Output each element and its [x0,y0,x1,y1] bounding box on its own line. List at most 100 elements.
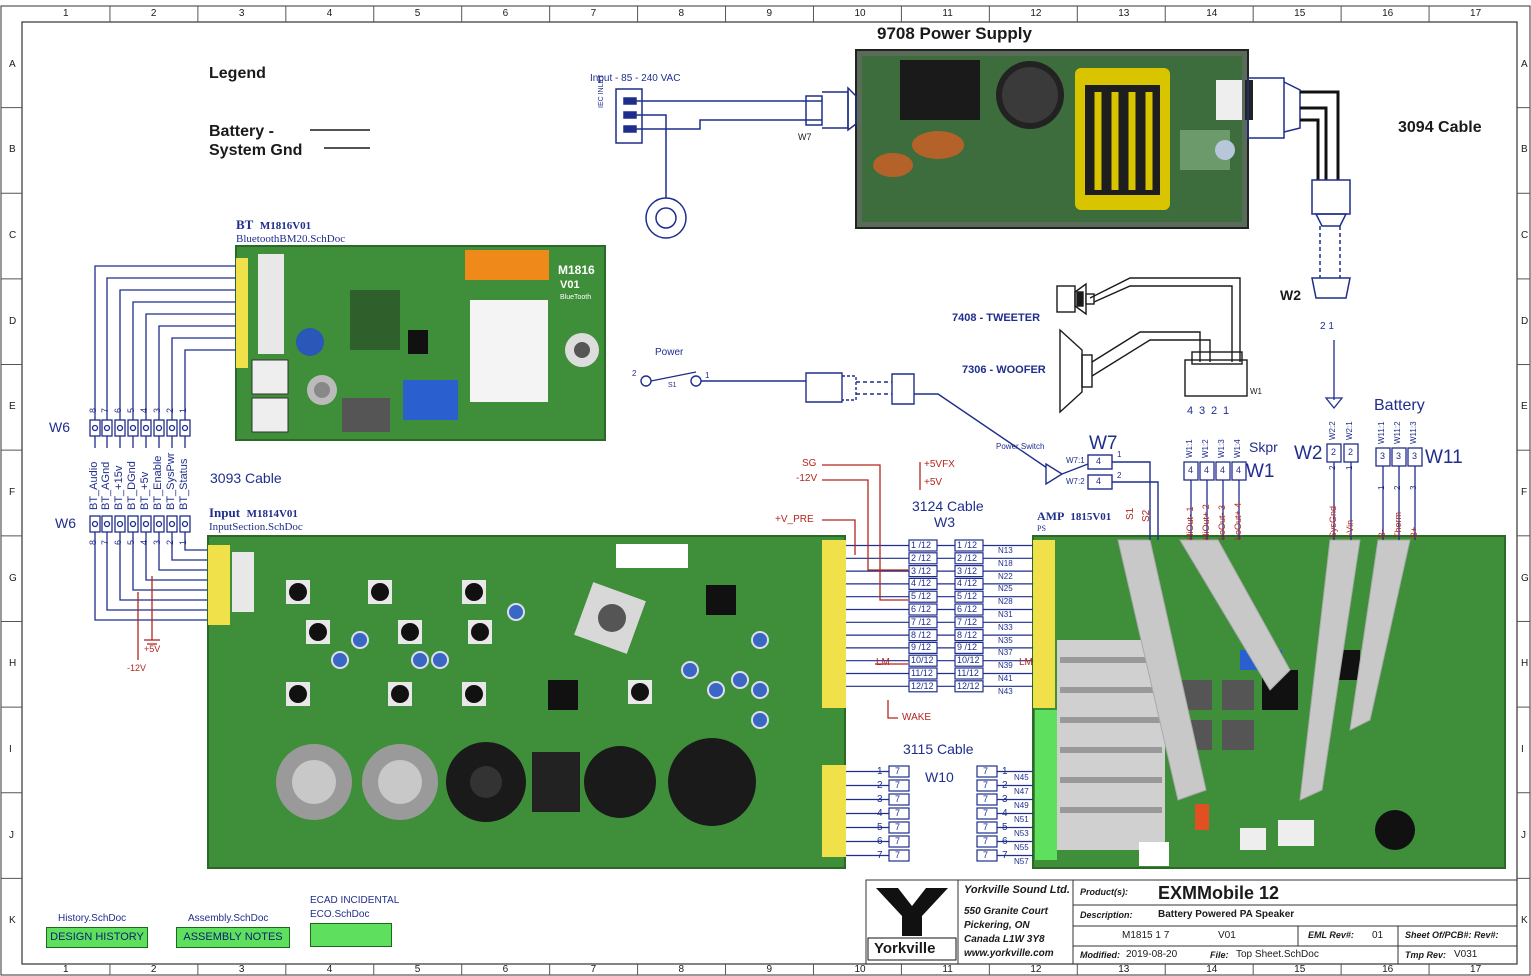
w6-top-pin-num: 8 [88,407,99,414]
grid-row-left: I [9,743,12,755]
w3-left-pin: 5 /12 [911,591,932,602]
grid-row-left: D [9,315,17,327]
w2-wire-num: 1 [1345,465,1354,470]
power-switch-annotation: Power Switch [996,442,1045,451]
assembly-notes-button[interactable]: ASSEMBLY NOTES [176,927,290,948]
w3-left-pin: 3 /12 [911,565,932,576]
input-board-image [207,535,846,869]
w3-net: N31 [998,610,1013,619]
w1-label: W1 [1246,461,1275,482]
w10-left-num: 6 [877,836,883,847]
w7-label: W7 [1089,433,1118,454]
w10-right-num: 1 [1002,766,1008,777]
w6-top-pin-num: 1 [178,407,189,414]
grid-col-bottom: 17 [1470,964,1482,975]
grid-row-right: G [1521,572,1529,584]
grid-row-right: C [1521,230,1529,242]
grid-col-top: 9 [766,8,773,19]
w3-label: W3 [934,514,955,530]
w10-left-num: 7 [877,850,883,861]
power-switch-pin1: 1 [705,371,710,380]
tb-rev: V01 [1218,930,1236,941]
w6-top-pin-num: 2 [165,407,176,414]
w3-net: N22 [998,571,1013,581]
rail-plus5v: +5V [144,644,161,654]
w10-right-pin: 7 [983,794,989,804]
grid-col-bottom: 15 [1294,964,1306,975]
w10-right-pin: 7 [983,780,989,790]
w3-left-pin: 4 /12 [911,578,932,589]
w10-right-pin: 7 [983,808,989,818]
amp-s1: S1 [1125,507,1136,520]
tb-web: www.yorkville.com [964,948,1054,959]
cable-3093-label: 3093 Cable [210,470,282,486]
w10-right-num: 4 [1002,808,1008,819]
w3-left-pin: 1 /12 [911,540,932,550]
tb-addr2: Pickering, ON [964,920,1030,931]
grid-col-top: 5 [414,8,421,19]
legend-title: Legend [209,65,266,82]
tb-file-label: File: [1210,950,1229,960]
tb-company: Yorkville Sound Ltd. [964,884,1070,896]
w3-left-pin: 7 /12 [911,616,932,627]
w6-bottom-label: W6 [55,515,76,531]
tb-eml-label: EML Rev#: [1308,930,1354,940]
grid-col-bottom: 4 [326,964,333,975]
grid-col-bottom: 7 [590,964,597,975]
design-history-button[interactable]: DESIGN HISTORY [46,927,148,948]
w3-right-pin: 9 /12 [957,642,978,653]
grid-col-bottom: 5 [414,964,421,975]
tb-addr1: 550 Granite Court [964,906,1048,917]
grid-col-top: 11 [942,8,953,19]
tb-product: EXMMobile 12 [1158,883,1280,903]
tb-file: Top Sheet.SchDoc [1236,949,1319,960]
bt-board-image [235,245,606,441]
w10-net: N51 [1014,815,1029,824]
net-vpre: +V_PRE [775,514,814,525]
eco-button[interactable] [310,923,392,947]
w1-box-num: 4 [1236,465,1242,475]
rail-minus12v: -12V [127,663,147,673]
w10-pin: 7 [895,766,901,776]
w3-net: N28 [998,597,1013,607]
w3-left-pin: 11/12 [911,668,933,678]
amp-s2: S2 [1141,509,1152,522]
w6-top-pin-num: 7 [100,407,111,414]
net-p5v: +5V [924,477,943,488]
w6-signal-label: BT_Audio [88,461,100,510]
grid-col-top: 3 [238,8,245,19]
w7-num-1: 1 [1117,450,1122,459]
tb-addr3: Canada L1W 3Y8 [964,934,1045,945]
legend-battery: Battery - [209,123,274,140]
w3-net: N33 [998,622,1013,632]
w6-bottom-pin-num: 3 [152,539,163,546]
grid-col-bottom: 10 [854,964,866,975]
w10-left-num: 2 [877,780,883,791]
w10-right-pin: 7 [983,850,989,860]
w11-box-num: 3 [1412,451,1418,461]
w11-signal-label: B- [1377,529,1387,538]
w10-left-num: 3 [877,794,883,805]
w10-right-num: 5 [1002,822,1008,833]
w3-net: N43 [998,686,1013,696]
w11-signal-label: Therm [1393,511,1403,538]
grid-col-bottom: 16 [1382,964,1394,975]
w3-net: N41 [998,674,1013,683]
grid-col-top: 14 [1206,8,1218,19]
w3-left-pin: 6 /12 [911,604,932,614]
amp-board-sub: PS [1037,524,1046,533]
w6-signal-label: BT_AGnd [100,461,112,510]
grid-row-right: K [1521,915,1528,927]
w10-right-num: 3 [1002,794,1008,805]
power-supply-title: 9708 Power Supply [877,24,1032,43]
w2-box-num: 2 [1331,447,1337,457]
bt-board-ref: BT M1816V01 [236,217,312,232]
w3-right-pin: 3 /12 [957,565,978,576]
net-wake: WAKE [902,712,932,723]
w1-signal-label: LoOut+ 4 [1233,502,1243,540]
cable-3094-label: 3094 Cable [1398,119,1482,136]
w7-pin-2: W7:2 [1066,477,1085,486]
w6-signal-label: BT_SysPwr [165,452,177,510]
tb-modified: 2019-08-20 [1126,949,1178,960]
